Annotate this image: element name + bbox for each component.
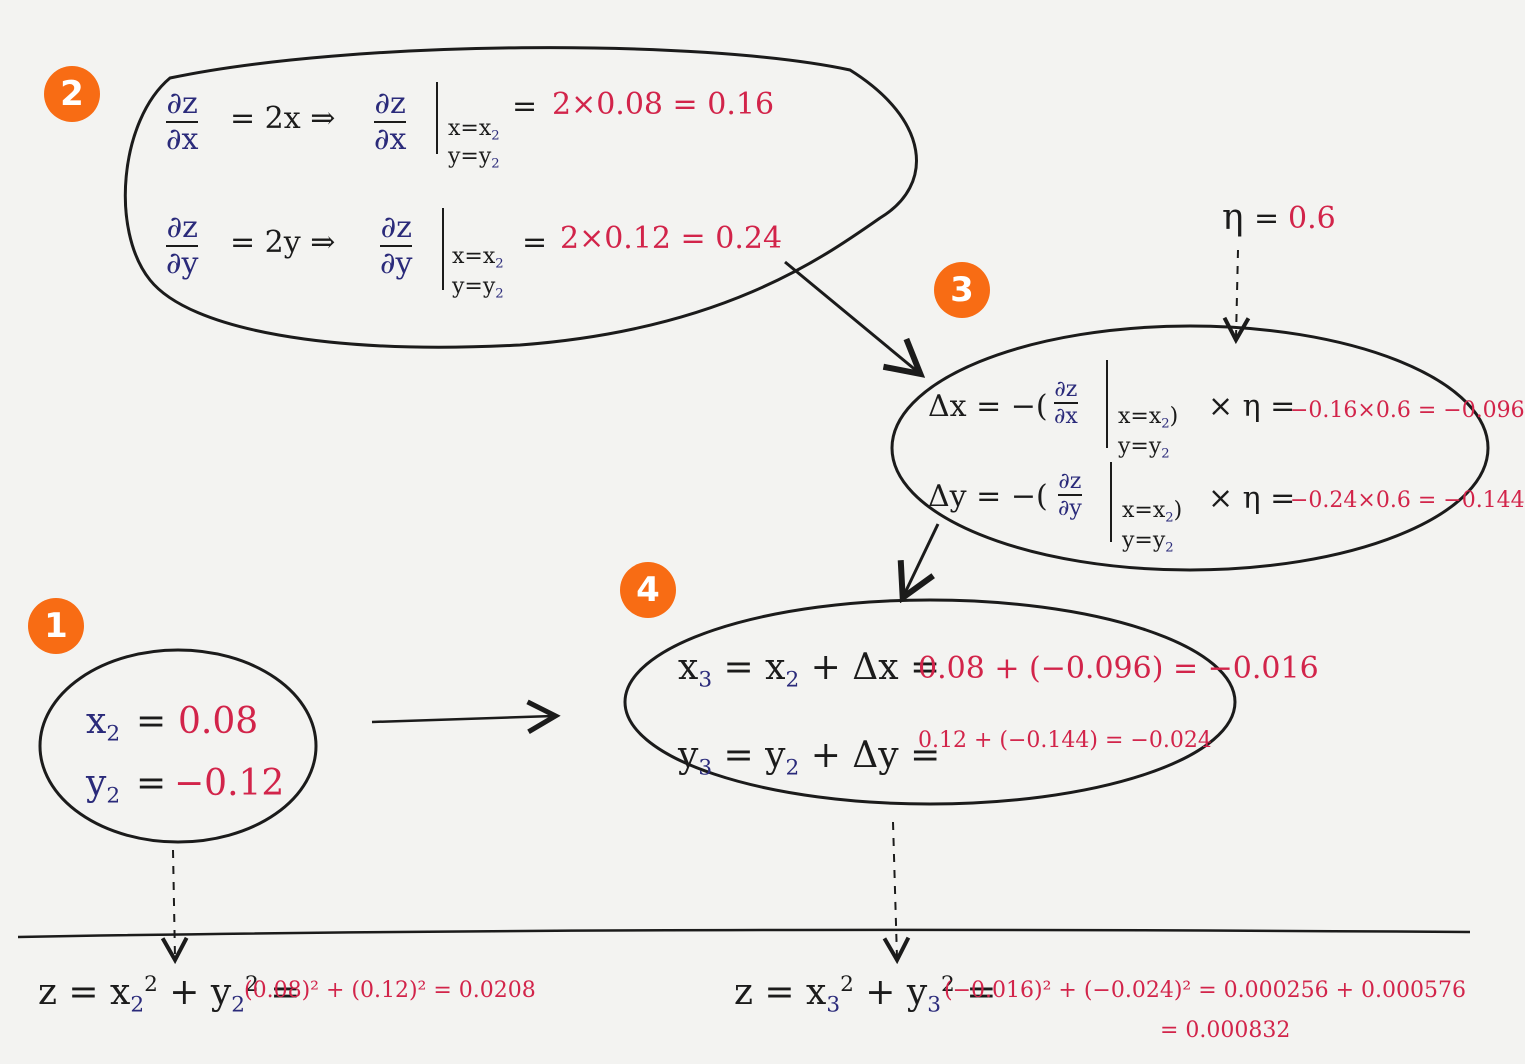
fraction-numerator: ∂z	[380, 210, 412, 245]
badge-3: 3	[934, 262, 990, 318]
cond-x: x=x	[452, 244, 496, 269]
fraction-denominator: ∂y	[166, 245, 199, 281]
arrow-step1-step4	[371, 716, 553, 722]
step1-x-eq: =	[136, 701, 167, 742]
fraction-numerator: ∂z	[166, 86, 198, 121]
fraction-numerator: ∂z	[1058, 469, 1082, 494]
step2-outline	[123, 46, 918, 349]
step1-outline	[38, 648, 318, 844]
fraction-denominator: ∂x	[374, 121, 407, 157]
step1-y-value: −0.12	[174, 763, 285, 804]
cond-x: x=x	[1122, 498, 1166, 523]
cond-x: x=x	[448, 116, 492, 141]
fraction-denominator: ∂y	[1058, 496, 1082, 522]
arrow-step3-step4	[904, 523, 940, 595]
eta-eq: =	[1254, 201, 1280, 236]
step2-row2-eq: =	[522, 225, 548, 260]
step1-x-lhs: x	[86, 701, 107, 742]
cond-y: y=y	[452, 274, 496, 299]
step3-row1-times: × η =	[1208, 389, 1296, 424]
step4-row2-lhs: y	[678, 735, 699, 776]
arrow-step1-bottom	[173, 849, 175, 958]
step3-row1-calc: −0.16×0.6 = −0.096	[1290, 398, 1525, 423]
badge-4: 4	[620, 562, 676, 618]
step4-row2-calc: 0.12 + (−0.144) = −0.024	[918, 728, 1212, 753]
step1-x-value: 0.08	[178, 701, 259, 742]
fraction-numerator: ∂z	[1054, 377, 1078, 402]
arrow-step2-step3	[784, 260, 918, 372]
step2-row1-eq: =	[512, 89, 538, 124]
step2-row2-mid: = 2y ⇒	[230, 225, 336, 260]
cond-x: x=x	[1118, 404, 1162, 429]
badge-1: 1	[28, 598, 84, 654]
eta-label: η	[1222, 197, 1244, 238]
cond-y: y=y	[1118, 434, 1162, 459]
step3-row2-lhs: Δy = −(	[928, 479, 1048, 514]
bottom-left-calc: (0.08)² + (0.12)² = 0.0208	[244, 978, 536, 1003]
step3-row2-times: × η =	[1208, 481, 1296, 516]
divider-line	[17, 928, 1471, 939]
step3-outline	[890, 324, 1490, 572]
cond-y: y=y	[448, 144, 492, 169]
step2-row2-calc: 2×0.12 = 0.24	[560, 221, 783, 256]
step1-y-eq: =	[136, 763, 167, 804]
fraction-denominator: ∂x	[1054, 404, 1078, 430]
cond-y: y=y	[1122, 528, 1166, 553]
arrow-step4-bottom	[893, 821, 897, 958]
eta-value: 0.6	[1288, 201, 1336, 236]
fraction-numerator: ∂z	[166, 210, 198, 245]
bottom-right-result: = 0.000832	[1160, 1018, 1291, 1043]
step1-y-lhs: y	[86, 763, 107, 804]
step2-row1-calc: 2×0.08 = 0.16	[552, 87, 775, 122]
step4-row1-calc: 0.08 + (−0.096) = −0.016	[918, 651, 1319, 686]
fraction-denominator: ∂y	[380, 245, 413, 281]
step3-row1-lhs: Δx = −(	[928, 389, 1048, 424]
step3-row2-calc: −0.24×0.6 = −0.144	[1290, 488, 1525, 513]
fraction-denominator: ∂x	[166, 121, 199, 157]
step4-row1-lhs: x	[678, 647, 699, 688]
fraction-numerator: ∂z	[374, 86, 406, 121]
step2-row1-mid: = 2x ⇒	[230, 101, 336, 136]
badge-2: 2	[44, 66, 100, 122]
bottom-right-calc: (−0.016)² + (−0.024)² = 0.000256 + 0.000…	[944, 978, 1467, 1003]
arrow-eta-step3	[1236, 249, 1238, 338]
